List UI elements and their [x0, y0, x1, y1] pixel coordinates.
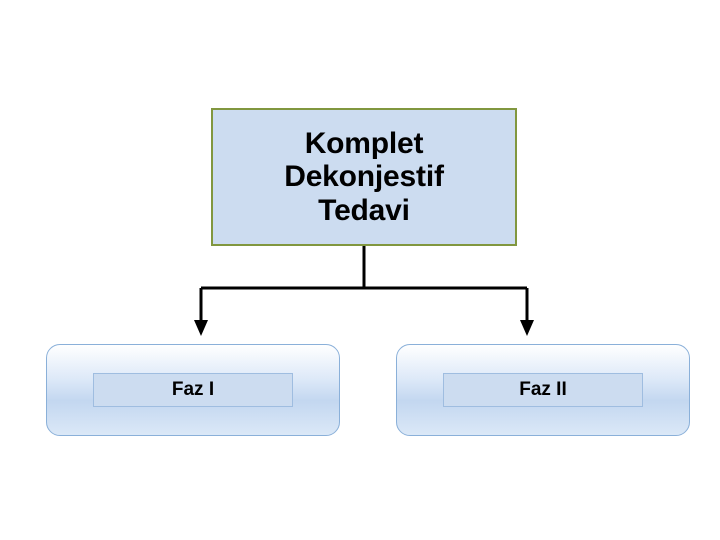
title-box-label: Komplet Dekonjestif Tedavi — [284, 126, 444, 227]
arrowhead-right — [520, 320, 534, 336]
arrowhead-left — [194, 320, 208, 336]
phase-1-box[interactable]: Faz I — [46, 344, 340, 436]
phase-2-label: Faz II — [519, 379, 567, 400]
phase-1-label: Faz I — [171, 379, 215, 400]
title-box[interactable]: Komplet Dekonjestif Tedavi — [211, 108, 517, 246]
phase-2-inner: Faz II — [443, 373, 643, 407]
phase-1-inner: Faz I — [93, 373, 293, 407]
phase-2-box[interactable]: Faz II — [396, 344, 690, 436]
